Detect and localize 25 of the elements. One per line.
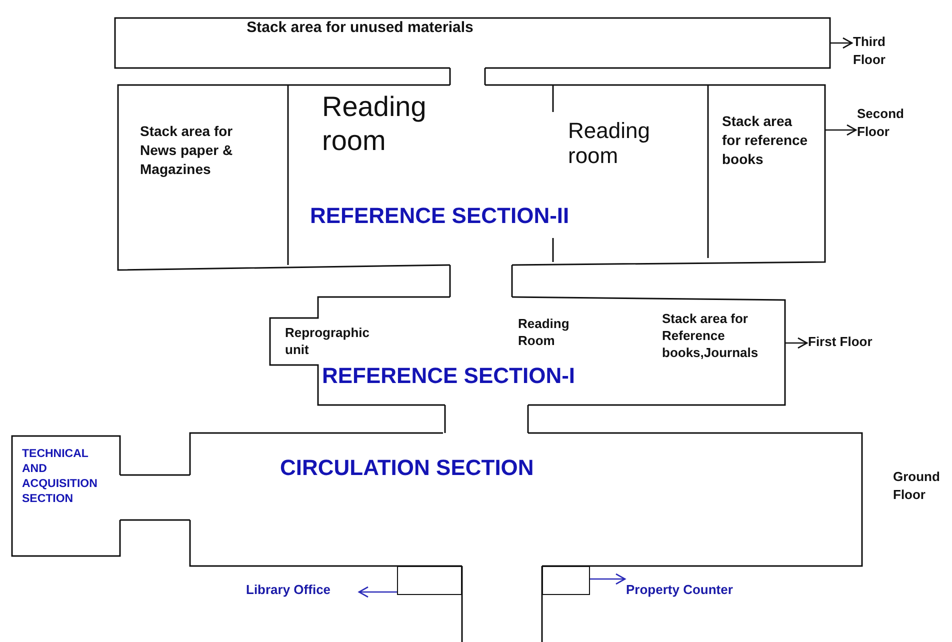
room-label: Reprographic unit [285,325,371,359]
floor-label: Library Office [246,582,332,597]
room-label: Stack area for reference books [722,112,809,169]
floor-label: First Floor [808,333,874,351]
room-box [542,566,590,595]
room-label: Reading room [322,90,428,158]
arrow [830,37,853,49]
floor-label: Property Counter [626,582,734,597]
room-label: Stack area for Reference books,Journals [662,311,760,362]
arrow [825,124,857,136]
floor-label: Third Floor [853,33,886,68]
room-label: Stack area for News paper & Magazines [140,122,234,179]
arrow [785,337,808,349]
floor-label: Ground Floor [893,468,941,504]
room-label: Reading Room [518,316,570,350]
floor-label: Second Floor [857,105,905,140]
arrow [358,586,397,598]
arrow [590,573,626,585]
section-title: TECHNICAL AND ACQUISITION SECTION [22,447,98,507]
room-label: Stack area for unused materials [246,19,474,36]
section-title: CIRCULATION SECTION [280,455,535,481]
section-title: REFERENCE SECTION-I [322,363,576,389]
section-title: REFERENCE SECTION-II [310,203,570,229]
room-label: Reading room [568,118,651,169]
room-box [397,566,462,595]
